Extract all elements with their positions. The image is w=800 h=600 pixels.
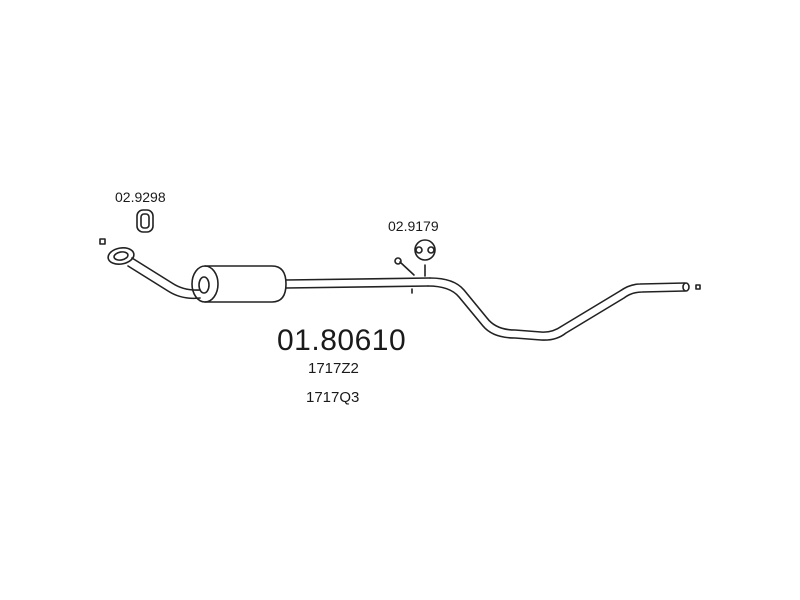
main-part-code: 01.80610 bbox=[277, 324, 407, 357]
oe-reference-2: 1717Q3 bbox=[306, 389, 360, 406]
oe-reference-1: 1717Z2 bbox=[308, 360, 359, 377]
clamp-ring-part bbox=[136, 209, 154, 233]
rubber-hanger-code: 02.9179 bbox=[388, 218, 439, 234]
rubber-hanger-part bbox=[414, 239, 436, 261]
hanger-rod bbox=[394, 257, 426, 294]
front-pipe bbox=[127, 257, 201, 300]
front-flange bbox=[99, 238, 135, 265]
clamp-ring-code: 02.9298 bbox=[115, 189, 166, 205]
rear-outlet bbox=[682, 282, 701, 292]
middle-pipe bbox=[285, 277, 431, 289]
rear-pipe bbox=[427, 277, 686, 341]
muffler bbox=[191, 265, 287, 303]
